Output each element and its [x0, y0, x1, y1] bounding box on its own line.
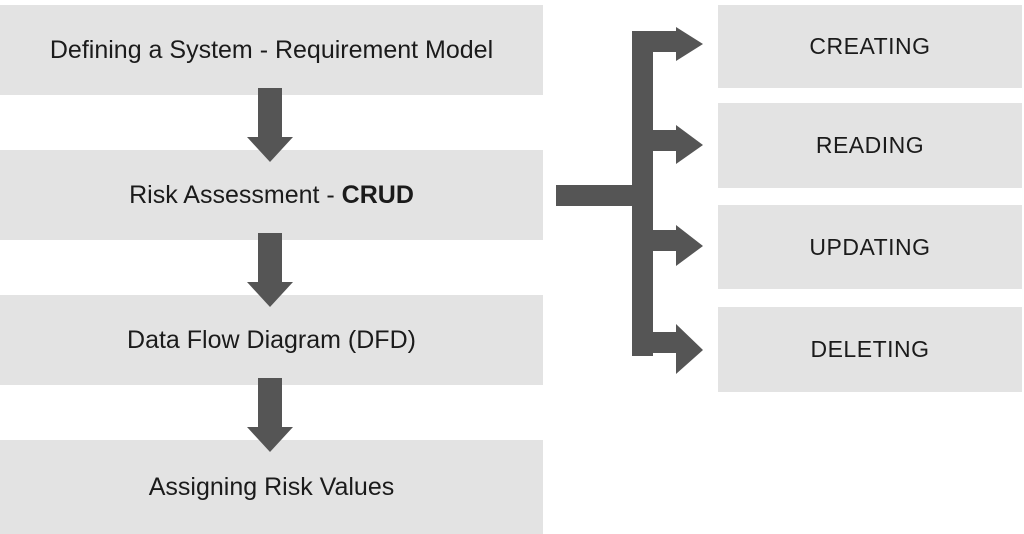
flow-step-label-2-prefix: Risk Assessment -: [129, 180, 342, 209]
branch-trunk-horizontal: [556, 185, 636, 206]
branch-arrow-icon-deleting: [636, 324, 703, 374]
flow-step-box-2[interactable]: Risk Assessment - CRUD: [0, 150, 543, 240]
crud-operation-label-updating: UPDATING: [809, 233, 931, 260]
flow-step-box-4[interactable]: Assigning Risk Values: [0, 440, 543, 534]
crud-operation-box-creating[interactable]: CREATING: [718, 5, 1022, 88]
flow-step-box-1[interactable]: Defining a System - Requirement Model: [0, 5, 543, 95]
crud-operation-label-deleting: DELETING: [810, 336, 930, 363]
crud-operation-box-deleting[interactable]: DELETING: [718, 307, 1022, 392]
crud-operation-box-reading[interactable]: READING: [718, 103, 1022, 188]
branch-arrow-icon-updating: [636, 225, 703, 266]
branch-trunk-vertical: [632, 31, 653, 356]
branch-arrow-icon-creating: [636, 27, 703, 61]
crud-operation-label-creating: CREATING: [809, 33, 931, 60]
flow-step-label-4: Assigning Risk Values: [148, 472, 395, 501]
flow-step-label-1: Defining a System - Requirement Model: [49, 35, 494, 64]
crud-operation-box-updating[interactable]: UPDATING: [718, 205, 1022, 289]
flow-step-box-3[interactable]: Data Flow Diagram (DFD): [0, 295, 543, 385]
crud-operation-label-reading: READING: [815, 132, 925, 159]
flow-step-label-2-emphasis: CRUD: [341, 180, 414, 209]
branch-arrow-icon-reading: [636, 125, 703, 164]
flow-step-label-3: Data Flow Diagram (DFD): [127, 325, 416, 354]
flow-step-label-2: Risk Assessment - CRUD: [129, 181, 414, 210]
